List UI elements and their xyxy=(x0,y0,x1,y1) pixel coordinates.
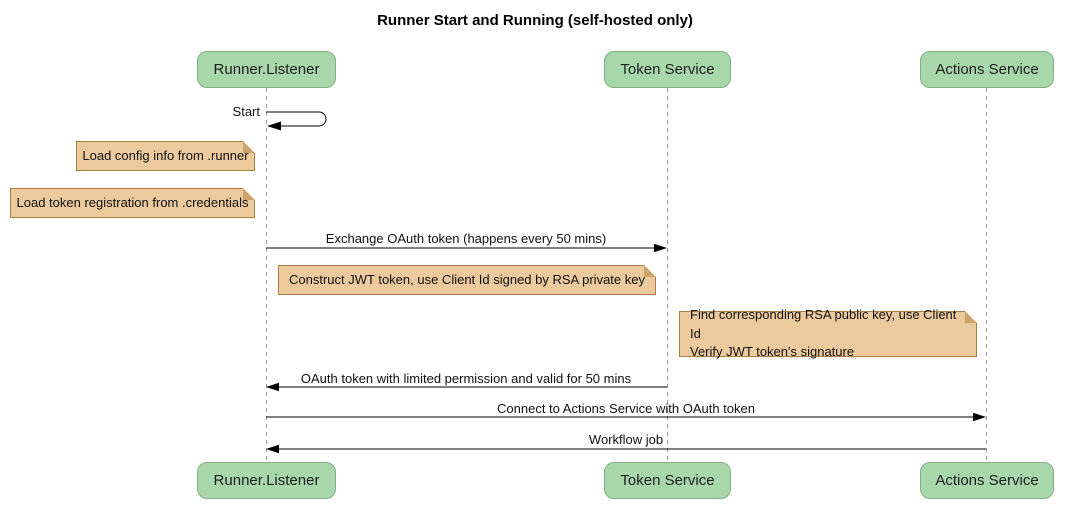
note-construct-jwt: Construct JWT token, use Client Id signe… xyxy=(278,265,656,295)
note-text: Construct JWT token, use Client Id signe… xyxy=(289,271,645,287)
message-exchange-oauth-label: Exchange OAuth token (happens every 50 m… xyxy=(325,231,607,246)
participant-runner-listener-bottom: Runner.Listener xyxy=(197,462,336,499)
note-text: Find corresponding RSA public key, use C… xyxy=(690,306,957,360)
message-oauth-return-label: OAuth token with limited permission and … xyxy=(300,371,632,386)
note-verify-jwt: Find corresponding RSA public key, use C… xyxy=(679,307,977,359)
participant-actions-service-top: Actions Service xyxy=(920,51,1054,88)
participant-runner-listener-top: Runner.Listener xyxy=(197,51,336,88)
message-workflow-job-label: Workflow job xyxy=(588,432,664,447)
note-load-token-registration: Load token registration from .credential… xyxy=(10,188,255,218)
participant-token-service-top: Token Service xyxy=(604,51,731,88)
participant-label: Runner.Listener xyxy=(213,61,320,78)
participant-token-service-bottom: Token Service xyxy=(604,462,731,499)
self-message-start-label: Start xyxy=(232,104,260,119)
diagram-title: Runner Start and Running (self-hosted on… xyxy=(377,12,693,29)
participant-label: Token Service xyxy=(620,61,715,78)
participant-actions-service-bottom: Actions Service xyxy=(920,462,1054,499)
self-message-start-arrow xyxy=(266,111,327,131)
note-text: Load config info from .runner xyxy=(82,147,249,163)
participant-label: Actions Service xyxy=(935,61,1039,78)
message-connect-actions-label: Connect to Actions Service with OAuth to… xyxy=(497,401,755,416)
participant-label: Token Service xyxy=(620,472,715,489)
participant-label: Runner.Listener xyxy=(213,472,320,489)
note-load-config: Load config info from .runner xyxy=(76,141,255,171)
participant-label: Actions Service xyxy=(935,472,1039,489)
note-text: Load token registration from .credential… xyxy=(16,194,249,210)
